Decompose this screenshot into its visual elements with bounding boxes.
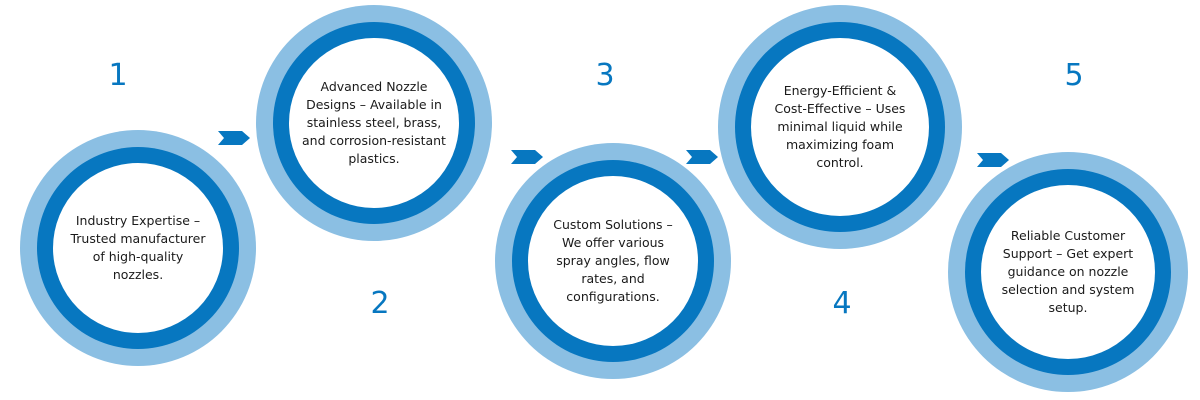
step-4-text: Energy-Efficient & Cost-Effective – Uses… [774,83,906,170]
step-1-circle: Industry Expertise – Trusted manufacture… [20,130,256,366]
step-2-number: 2 [370,286,390,321]
step-4-number: 4 [832,286,852,321]
step-5-circle: Reliable Customer Support – Get expert g… [948,152,1188,392]
step-4-circle: Energy-Efficient & Cost-Effective – Uses… [718,5,962,249]
chevron-right-icon [218,131,250,145]
step-3-number: 3 [595,58,615,93]
chevron-right-icon [977,153,1009,167]
step-5-number: 5 [1064,58,1084,93]
step-2-circle: Advanced Nozzle Designs – Available in s… [256,5,492,241]
step-3-text: Custom Solutions – We offer various spra… [553,217,673,304]
step-1-number: 1 [108,58,128,93]
chevron-right-icon [511,150,543,164]
step-3-circle: Custom Solutions – We offer various spra… [495,143,731,379]
step-2-text: Advanced Nozzle Designs – Available in s… [302,79,446,166]
step-1-text: Industry Expertise – Trusted manufacture… [70,213,206,282]
step-5-text: Reliable Customer Support – Get expert g… [1001,228,1135,315]
chevron-right-icon [686,150,718,164]
